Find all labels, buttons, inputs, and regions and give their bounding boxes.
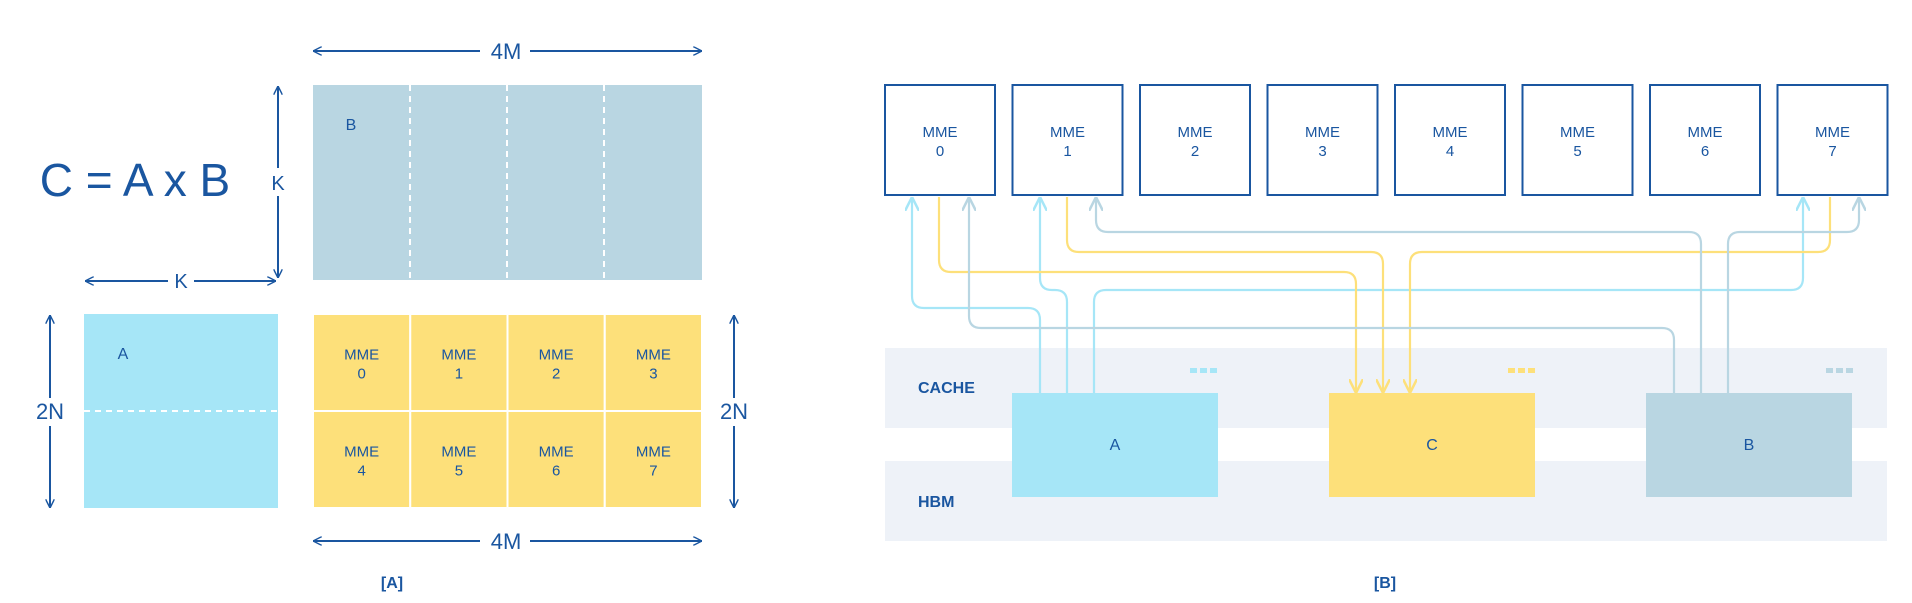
grid-cell-label: MME [344,347,379,364]
panel-a: C = A x B 4M K K B A 2N MME0MME1MME2MME3… [36,39,748,592]
matrix-b-label: B [346,117,357,134]
grid-cell-mme-7: MME 7 [603,410,703,509]
mme-box-label: MME [923,124,958,141]
mme-box-label: MME [1433,124,1468,141]
grid-cell-index: 1 [455,366,463,383]
grid-cell-index: 0 [357,366,365,383]
mme-box-2: MME 2 [1139,84,1251,196]
grid-cell-index: 2 [552,366,560,383]
arrow-mme-0-to-c [937,197,1356,393]
grid-cell-index: 5 [455,463,463,480]
connection-arrows [912,197,1859,393]
dim-2n-right-label: 2N [720,399,748,424]
block-b-label: B [1744,437,1755,454]
grid-cell-mme-6: MME 6 [506,410,606,509]
grid-cell-mme-2: MME 2 [506,313,606,412]
arrow-b-to-mme-7 [1726,197,1859,393]
caption-a: [A] [381,575,403,592]
mme-box-label: MME [1688,124,1723,141]
cache-ellipsis-c [1508,368,1535,373]
arrow-b-to-mme-1 [1096,197,1703,393]
panel-b: CACHE HBM MME0MME1MME2MME3MME4MME5MME6MM… [884,84,1889,592]
mme-box-index: 7 [1828,143,1836,160]
dim-2n-left-label: 2N [36,399,64,424]
cache-label: CACHE [918,380,975,397]
mme-box-label: MME [1560,124,1595,141]
hbm-label: HBM [918,494,954,511]
matrix-a [84,314,278,508]
caption-b: [B] [1374,575,1396,592]
equation: C = A x B [40,154,231,206]
grid-cell-label: MME [636,444,671,461]
block-a-label: A [1110,437,1121,454]
dim-k-vertical-label: K [271,173,285,195]
mme-box-0: MME 0 [884,84,996,196]
mme-box-5: MME 5 [1521,84,1634,196]
mme-box-4: MME 4 [1394,84,1506,196]
dim-4m-top-label: 4M [491,39,522,64]
mme-box-index: 3 [1318,143,1326,160]
mme-row: MME 0 MME 1 MME 2 MME 3 MME 4 MME 5 MME 6 MME 7 [884,84,1889,196]
mme-box-6: MME 6 [1649,84,1761,196]
mme-box-index: 2 [1191,143,1199,160]
cache-ellipsis-b [1826,368,1853,373]
mme-box-index: 4 [1446,143,1454,160]
grid-cell-mme-3: MME 3 [603,313,703,412]
mme-box-7: MME 7 [1776,84,1889,196]
mme-box-3: MME 3 [1266,84,1379,196]
cache-ellipsis-a [1190,368,1217,373]
grid-cell-label: MME [441,347,476,364]
mme-box-index: 1 [1063,143,1071,160]
block-c [1329,393,1535,497]
grid-cell-index: 6 [552,463,560,480]
arrow-b-to-mme-0 [969,197,1676,393]
grid-cell-index: 4 [357,463,365,480]
mme-box-label: MME [1305,124,1340,141]
grid-cell-label: MME [636,347,671,364]
grid-cell-mme-4: MME 4 [312,410,412,509]
grid-cell-label: MME [441,444,476,461]
matrix-a-label: A [118,346,129,363]
mme-box-label: MME [1815,124,1850,141]
grid-cell-index: 7 [649,463,657,480]
mme-box-label: MME [1178,124,1213,141]
grid-cell-label: MME [539,347,574,364]
grid-cell-label: MME [344,444,379,461]
mme-box-1: MME 1 [1011,84,1124,196]
dim-k-horizontal-label: K [174,271,188,293]
grid-cell-mme-5: MME 5 [409,410,509,509]
arrow-a-to-mme-1 [1040,197,1069,393]
mme-box-index: 0 [936,143,944,160]
block-a [1012,393,1218,497]
arrow-mme-7-to-c [1410,197,1832,393]
arrow-a-to-mme-0 [912,197,1042,393]
grid-cell-mme-1: MME 1 [409,313,509,412]
mme-box-index: 5 [1573,143,1581,160]
grid-cell-mme-0: MME 0 [312,313,412,412]
arrow-mme-1-to-c [1065,197,1383,393]
matrix-b [313,85,702,280]
mme-box-label: MME [1050,124,1085,141]
grid-cell-label: MME [539,444,574,461]
block-c-label: C [1426,437,1438,454]
block-b [1646,393,1852,497]
dim-4m-bottom-label: 4M [491,529,522,554]
mme-box-index: 6 [1701,143,1709,160]
arrow-a-to-mme-7 [1092,197,1803,393]
grid-cell-index: 3 [649,366,657,383]
